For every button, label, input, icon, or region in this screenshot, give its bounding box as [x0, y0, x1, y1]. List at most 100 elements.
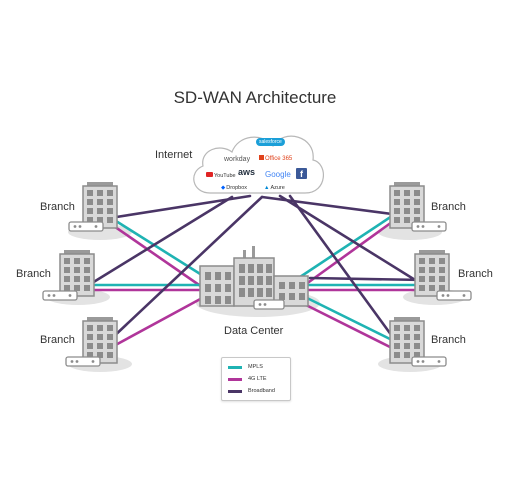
lte-link [106, 220, 204, 289]
window [107, 325, 113, 331]
window [239, 276, 245, 285]
window [439, 276, 445, 282]
window [84, 258, 90, 264]
data-center [199, 246, 309, 310]
window [205, 284, 211, 292]
mpls-link [106, 214, 207, 279]
workday-logo: workday [224, 156, 251, 163]
window [225, 272, 231, 280]
window [97, 190, 103, 196]
window [97, 325, 103, 331]
legend: MPLS 4G LTE Broadband [221, 357, 291, 401]
window [257, 264, 263, 273]
window [107, 217, 113, 223]
broadband-link [308, 276, 426, 282]
window [107, 352, 113, 358]
window [97, 334, 103, 340]
router-device [411, 356, 447, 367]
router-device [411, 221, 447, 232]
legend-item-broadband: Broadband [228, 386, 275, 396]
internet-label: Internet [155, 149, 193, 161]
window [429, 276, 435, 282]
window [414, 217, 420, 223]
window [394, 334, 400, 340]
window [414, 190, 420, 196]
window [299, 293, 305, 300]
broadband-link [278, 194, 422, 285]
window [394, 325, 400, 331]
router-led [263, 303, 267, 306]
window [87, 325, 93, 331]
legend-item-mpls: MPLS [228, 362, 263, 372]
window [74, 267, 80, 273]
legend-label: MPLS [248, 364, 263, 370]
router-led [462, 294, 466, 297]
router-led [68, 294, 72, 297]
router-device [65, 356, 101, 367]
legend-swatch [228, 365, 242, 369]
router-led [52, 294, 56, 297]
router-led [437, 225, 441, 228]
legend-swatch [228, 389, 242, 393]
building-roof [64, 250, 90, 254]
router-led [70, 360, 74, 363]
window [257, 288, 263, 297]
window [404, 217, 410, 223]
window [414, 343, 420, 349]
router-device [42, 290, 78, 301]
window [87, 199, 93, 205]
window [414, 325, 420, 331]
router-device [436, 290, 472, 301]
window [266, 264, 272, 273]
broadband-link [90, 195, 234, 285]
building-roof [419, 250, 445, 254]
router-led [446, 294, 450, 297]
window [429, 267, 435, 273]
window [414, 199, 420, 205]
window [97, 199, 103, 205]
lte-link [300, 301, 394, 350]
window [215, 296, 221, 304]
window [215, 272, 221, 280]
window [87, 217, 93, 223]
router-led [75, 360, 79, 363]
window [87, 190, 93, 196]
window [404, 199, 410, 205]
window [84, 285, 90, 291]
internet-cloud [193, 135, 325, 194]
connection-lines [84, 194, 426, 350]
router-led [441, 294, 445, 297]
window [107, 343, 113, 349]
lte-link [108, 295, 206, 350]
router-led [416, 360, 420, 363]
mpls-link [298, 214, 394, 279]
window [299, 282, 305, 289]
data-center-label: Data Center [224, 325, 284, 337]
window [279, 293, 285, 300]
router-led [421, 360, 425, 363]
window [439, 285, 445, 291]
window [84, 267, 90, 273]
building-roof [394, 317, 420, 321]
aws-logo: aws [238, 167, 256, 177]
window [439, 258, 445, 264]
azure-logo: ▲Azure [264, 185, 285, 191]
window [64, 258, 70, 264]
branch-label: Branch [16, 268, 51, 280]
window [64, 267, 70, 273]
antenna [252, 246, 255, 260]
window [215, 284, 221, 292]
window [87, 208, 93, 214]
youtube-logo: YouTube [206, 172, 236, 179]
mpls-link [303, 295, 394, 342]
window [419, 258, 425, 264]
window [394, 190, 400, 196]
window [239, 264, 245, 273]
router-led [73, 225, 77, 228]
branch-label: Branch [458, 268, 493, 280]
window [289, 282, 295, 289]
window [225, 296, 231, 304]
google-logo: Google [265, 170, 291, 179]
antenna [243, 250, 246, 260]
router-led [91, 360, 95, 363]
